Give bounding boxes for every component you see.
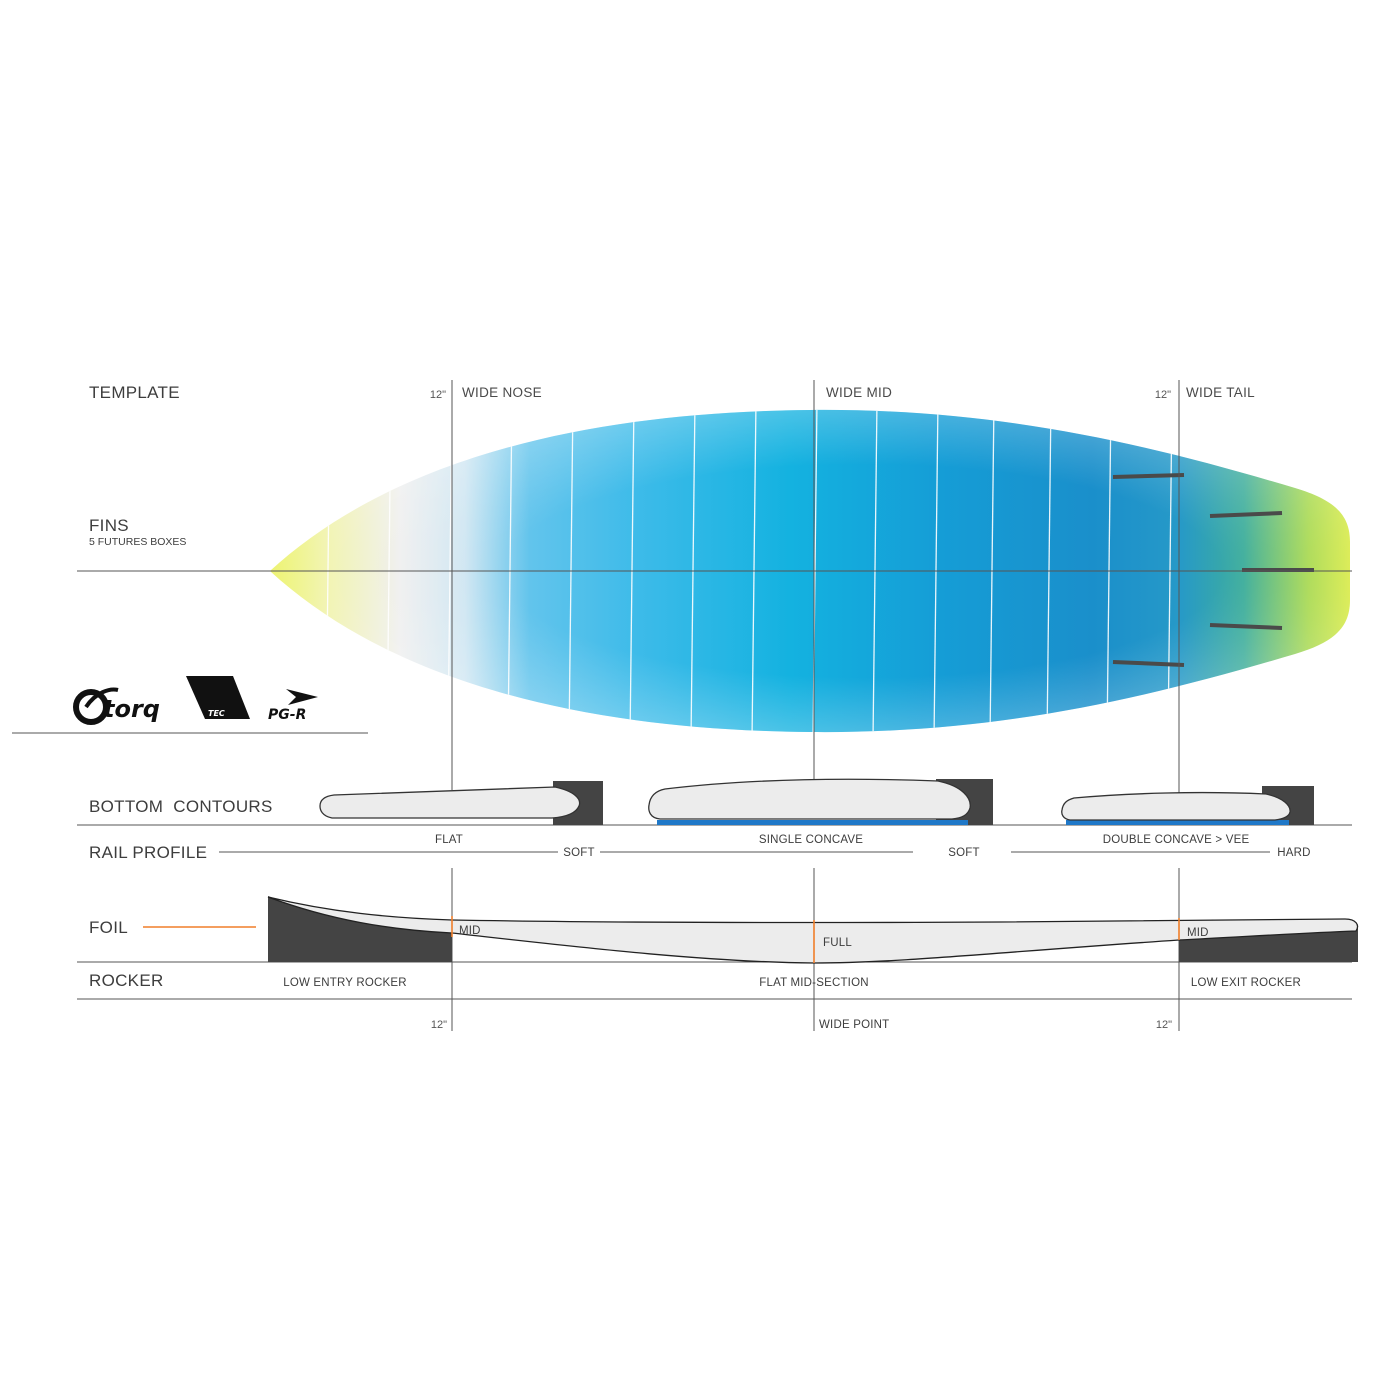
tec-logo-text: TEC	[208, 709, 225, 718]
fin-box-icon	[1112, 473, 1185, 479]
foil-label-nose: MID	[459, 925, 481, 937]
tec-logo: TEC	[186, 676, 250, 719]
section-label-template: TEMPLATE	[89, 383, 180, 402]
top-tail-label: WIDE TAIL	[1186, 385, 1255, 400]
bottom-nose-measure: 12"	[431, 1019, 447, 1031]
foil-label-tail: MID	[1187, 927, 1209, 939]
contour-nose	[319, 781, 603, 825]
foil-thickness-markers	[451, 916, 1180, 963]
surfboard-template	[270, 409, 1350, 733]
torq-logo-text: torq	[103, 695, 160, 723]
torq-logo: torq	[73, 687, 160, 725]
section-label-bottom-contours: BOTTOM CONTOURS	[89, 797, 273, 816]
top-mid-label: WIDE MID	[826, 385, 892, 400]
foil-label-mid: FULL	[823, 937, 852, 949]
bottom-tail-measure: 12"	[1156, 1019, 1172, 1031]
rail-label-nose: SOFT	[563, 847, 594, 859]
board-stringer-lines	[325, 409, 1173, 733]
contour-mid	[648, 778, 993, 825]
fin-box-icon	[1209, 511, 1283, 518]
contour-label-nose: FLAT	[435, 834, 463, 846]
contour-tail	[1061, 786, 1314, 825]
rocker-label-tail: LOW EXIT ROCKER	[1191, 977, 1301, 989]
section-sublabel-fins: 5 FUTURES BOXES	[89, 536, 186, 548]
pgr-logo: PG-R	[268, 689, 318, 723]
rail-label-tail: HARD	[1277, 847, 1310, 859]
section-label-foil: FOIL	[89, 918, 128, 937]
fin-box-icon	[1209, 623, 1283, 630]
contour-label-mid: SINGLE CONCAVE	[759, 834, 863, 846]
contour-label-tail: DOUBLE CONCAVE > VEE	[1103, 834, 1250, 846]
top-nose-measure: 12"	[430, 389, 446, 401]
fin-box-icon	[1112, 660, 1185, 667]
top-nose-label: WIDE NOSE	[462, 385, 542, 400]
rail-label-mid: SOFT	[948, 847, 979, 859]
rocker-label-mid: FLAT MID-SECTION	[759, 977, 868, 989]
bottom-mid-label: WIDE POINT	[819, 1019, 889, 1031]
rocker-label-nose: LOW ENTRY ROCKER	[283, 977, 407, 989]
section-label-rocker: ROCKER	[89, 971, 164, 990]
top-tail-measure: 12"	[1155, 389, 1171, 401]
section-label-rail-profile: RAIL PROFILE	[89, 843, 207, 862]
foil-rocker-profile	[267, 896, 1359, 964]
pgr-logo-text: PG-R	[268, 707, 306, 723]
section-label-fins: FINS	[89, 516, 129, 535]
